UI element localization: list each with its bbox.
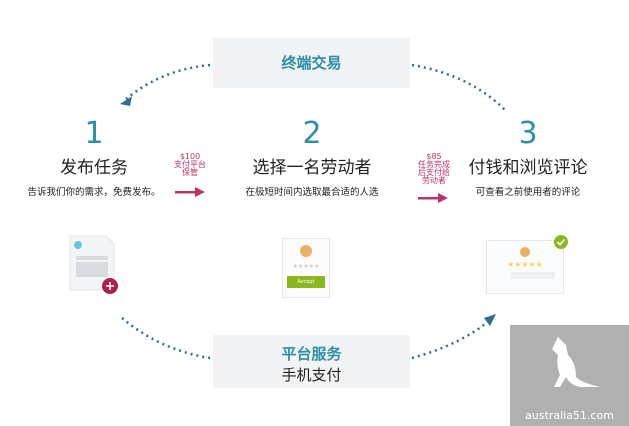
- check-icon: [554, 235, 568, 249]
- arrow-right-icon: [175, 187, 205, 197]
- bottom-box-label: 平台服务: [281, 345, 342, 363]
- accept-button[interactable]: Accept: [287, 276, 325, 288]
- note-1: $100 支付平台 保管: [168, 153, 212, 177]
- step-3-title: 付钱和浏览评论: [468, 158, 588, 178]
- note-1-text2: 保管: [182, 168, 198, 177]
- top-box: 终端交易: [213, 38, 410, 88]
- step-1-number: 1: [84, 116, 104, 151]
- kangaroo-icon: [552, 337, 600, 387]
- step-3-number: 3: [518, 116, 538, 151]
- rating-stars: ★★★★★: [292, 263, 320, 270]
- step-3-desc: 可查看之前使用者的评论: [475, 187, 581, 198]
- rating-stars: ★★★★★: [507, 260, 543, 269]
- watermark: australia51.com: [510, 325, 629, 426]
- step-2-title: 选择一名劳动者: [252, 158, 372, 178]
- note-2-text2: 后支付给: [418, 168, 450, 177]
- review-card: ★★★★★: [486, 240, 564, 294]
- note-2-amount: $85: [426, 152, 442, 161]
- step-1-title: 发布任务: [60, 158, 128, 178]
- step-2-number: 2: [302, 116, 322, 151]
- bottom-box: 平台服务 手机支付: [213, 335, 410, 388]
- bottom-box-sub: 手机支付: [281, 366, 342, 384]
- top-box-label: 终端交易: [281, 54, 342, 72]
- avatar: [300, 245, 312, 257]
- note-1-text1: 支付平台: [174, 160, 206, 169]
- note-2: $85 任务完成 后支付给 劳动者: [412, 153, 456, 185]
- worker-card: ★★★★★ Accept: [282, 238, 330, 298]
- review-line: [511, 272, 555, 279]
- arrow-right-icon: [418, 193, 448, 203]
- avatar: [520, 247, 530, 257]
- note-2-text1: 任务完成: [418, 160, 450, 169]
- step-1-desc: 告诉我们你的需求，免费发布。: [27, 187, 161, 198]
- watermark-text: australia51.com: [525, 409, 614, 422]
- note-2-text3: 劳动者: [422, 176, 446, 185]
- note-1-amount: $100: [179, 152, 201, 161]
- step-2-desc: 在极短时间内选取最合适的人选: [245, 187, 379, 198]
- document-add-icon: [69, 235, 118, 294]
